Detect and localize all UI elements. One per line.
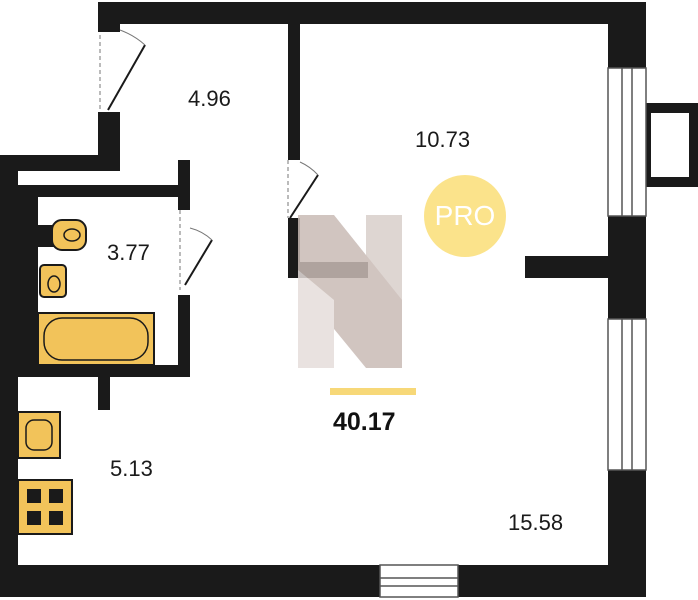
wall-bath-right-bottom: [178, 295, 190, 375]
stove-icon: [17, 479, 73, 535]
sink-icon: [17, 411, 61, 459]
room-area-kitchen: 5.13: [110, 456, 153, 481]
pro-badge-text: PRO: [434, 200, 496, 231]
wall-bath-right-top: [178, 160, 190, 210]
window-icon: [379, 564, 459, 598]
wall-notch: [0, 155, 120, 171]
door-swing-icon: [179, 210, 213, 290]
wall-bath-top: [18, 185, 190, 197]
windows: [379, 67, 647, 598]
door-swing-icon: [287, 160, 319, 219]
wall-bedroom-right: [525, 256, 645, 278]
room-area-bedroom: 10.73: [415, 127, 471, 152]
wall-right-top: [608, 2, 646, 68]
window-icon: [607, 67, 647, 217]
sink-icon: [39, 264, 67, 298]
wall-bottom-right: [458, 565, 646, 597]
room-area-living: 15.58: [508, 510, 564, 535]
door-swing-icon: [99, 29, 146, 111]
pro-badge: PRO: [424, 175, 506, 257]
wall-bottom-left: [0, 565, 380, 597]
room-area-bathroom: 3.77: [107, 240, 150, 265]
balcony: [641, 103, 698, 187]
wall-left: [0, 155, 18, 597]
bathtub-icon: [37, 312, 155, 366]
wall-partition-lower: [288, 218, 300, 276]
wall-bath-left: [18, 185, 38, 375]
wall-hall-top: [98, 2, 120, 32]
window-icon: [607, 318, 647, 471]
total-accent-line: [330, 388, 416, 395]
wall-partition-upper: [288, 20, 300, 160]
logo-icon: [298, 215, 402, 368]
total-area: 40.17: [333, 408, 396, 436]
wall-top: [98, 2, 646, 24]
wall-kitchen-stub: [98, 365, 110, 410]
toilet-icon: [38, 219, 87, 251]
room-area-hall: 4.96: [188, 86, 231, 111]
doors: [99, 29, 319, 290]
